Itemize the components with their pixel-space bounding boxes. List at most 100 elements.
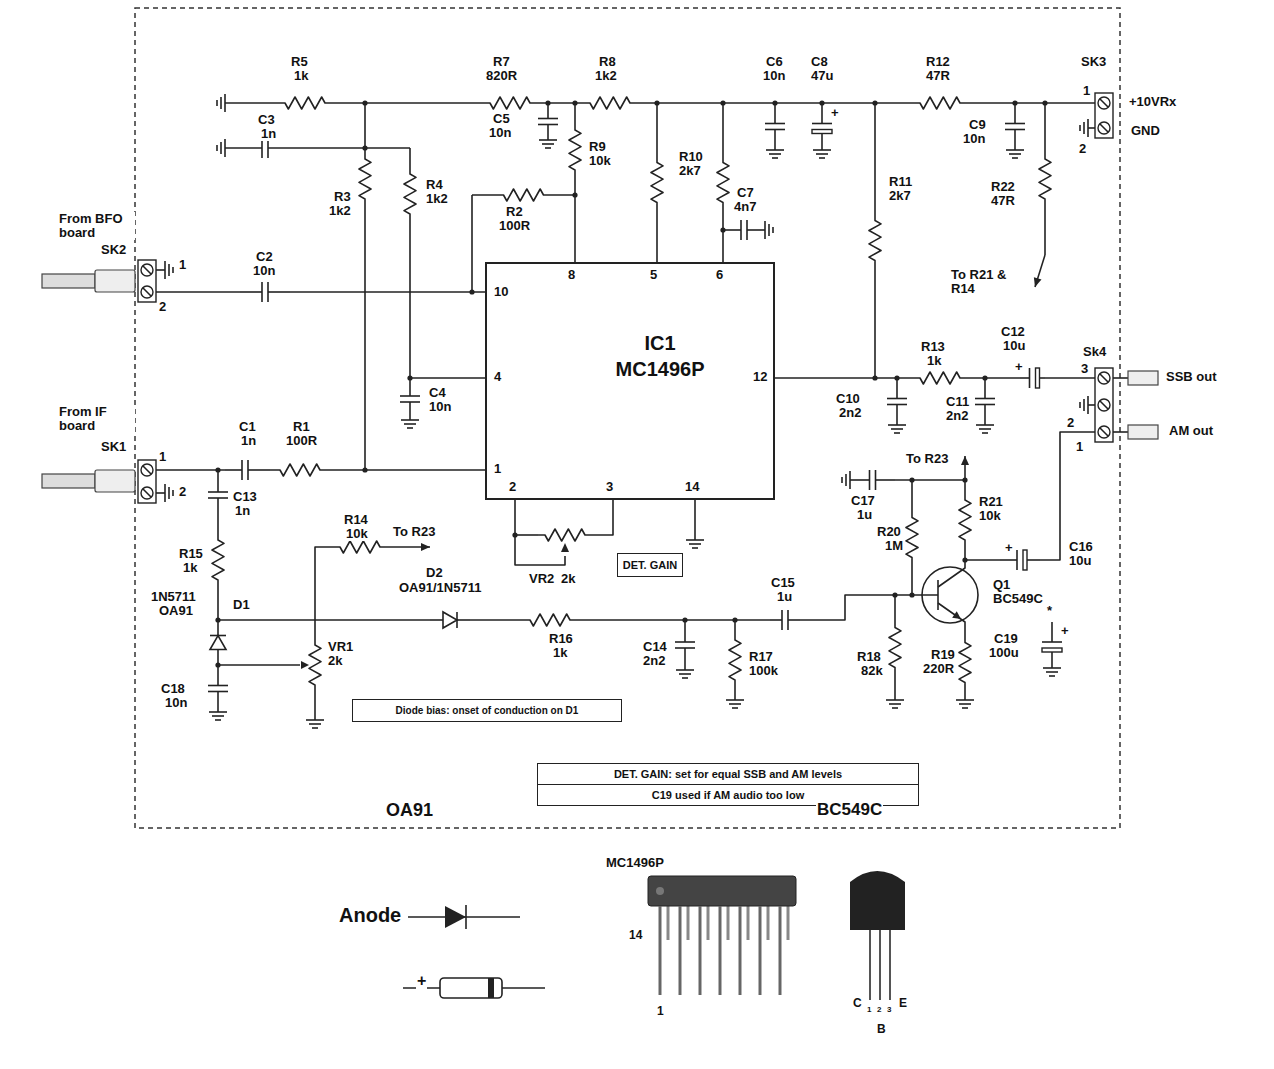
- output-plug: [1128, 371, 1158, 385]
- ground-symbol: [306, 719, 324, 721]
- wire: [156, 269, 165, 271]
- component-label: 2: [876, 1005, 882, 1014]
- component-label: 100R: [285, 434, 318, 448]
- component-label: 4n7: [733, 200, 757, 214]
- component-label: R22: [990, 180, 1016, 194]
- component-label: 5: [649, 268, 658, 282]
- component-label: 10u: [1002, 339, 1026, 353]
- ground-symbol: [726, 699, 744, 701]
- note-box: Diode bias: onset of conduction on D1: [352, 699, 622, 722]
- wire: [268, 147, 305, 149]
- ground-symbol: [956, 699, 974, 701]
- resistor-symbol: [309, 630, 321, 700]
- ground-symbol: [772, 157, 778, 159]
- wire: [268, 291, 290, 293]
- resistor-symbol: [717, 103, 729, 262]
- arrow-head: [961, 456, 969, 465]
- ground-symbol: [542, 143, 554, 145]
- terminal-screw: [1100, 124, 1108, 132]
- wire: [684, 620, 686, 642]
- component-label: C9: [968, 118, 987, 132]
- capacitor-plate: [765, 123, 785, 125]
- terminal-screw: [1098, 97, 1110, 109]
- component-label: VR1: [327, 640, 354, 654]
- component-label: R16: [548, 632, 574, 646]
- resistor-symbol: [472, 189, 575, 201]
- component-label: 1k: [182, 561, 198, 575]
- wire: [225, 469, 242, 471]
- component-label: 4: [493, 370, 502, 384]
- component-label: 100R: [498, 219, 531, 233]
- ic-pin: [659, 906, 662, 995]
- ic-pin: [779, 906, 782, 995]
- wire: [409, 402, 411, 420]
- component-label: R11: [888, 175, 913, 189]
- wire: [515, 534, 538, 536]
- wire: [547, 103, 549, 119]
- cable-plug: [95, 270, 135, 292]
- wire: [156, 469, 225, 471]
- wire: [1088, 404, 1095, 406]
- wire: [1113, 377, 1128, 379]
- ground-symbol: [692, 547, 698, 549]
- wire: [723, 229, 741, 231]
- wire: [1040, 377, 1046, 379]
- ground-symbol: [1006, 149, 1024, 151]
- ground-symbol: [212, 715, 224, 717]
- wire: [896, 405, 898, 426]
- component-label: R21: [978, 495, 1004, 509]
- terminal-block: [1095, 93, 1113, 138]
- wire: [330, 469, 485, 471]
- component-label: BC549C: [992, 592, 1044, 606]
- terminal-screw: [141, 464, 153, 476]
- component-label: 10k: [345, 527, 369, 541]
- transistor-lead: [879, 930, 881, 1000]
- note-box: DET. GAIN: [617, 553, 683, 577]
- component-label: C11: [945, 395, 970, 409]
- resistor-symbol: [585, 97, 635, 109]
- component-label: C13: [232, 490, 258, 504]
- component-label: MC1496P: [605, 856, 665, 870]
- capacitor-plate: [1016, 550, 1018, 570]
- component-label: R1: [292, 420, 311, 434]
- resistor-symbol: [569, 115, 581, 185]
- ground-symbol: [766, 149, 784, 151]
- wire: [156, 492, 165, 494]
- ic-pin: [759, 906, 762, 995]
- component-label: 10n: [962, 132, 986, 146]
- component-label: GND: [1130, 124, 1161, 138]
- ic-notch: [656, 887, 664, 895]
- component-label: 1: [158, 450, 167, 464]
- capacitor-plate: [208, 491, 228, 493]
- ground-symbol: [216, 100, 218, 106]
- ground-symbol: [216, 145, 218, 151]
- arrow-head: [952, 611, 961, 619]
- terminal-screw: [1100, 401, 1108, 409]
- component-label: 1k: [293, 69, 309, 83]
- capacitor-plate: [208, 685, 228, 687]
- component-label: R3: [333, 190, 352, 204]
- component-label: 100u: [988, 646, 1020, 660]
- ground-symbol: [894, 432, 900, 434]
- component-label: 6: [715, 268, 724, 282]
- resistor-symbol: [959, 480, 971, 560]
- terminal-screw: [141, 286, 153, 298]
- ground-symbol: [979, 428, 991, 430]
- ground-symbol: [892, 707, 898, 709]
- component-label: 1k2: [425, 192, 449, 206]
- component-label: 2k7: [678, 164, 702, 178]
- junction-dot: [362, 145, 367, 150]
- wire: [684, 648, 686, 670]
- ground-symbol: [172, 267, 174, 273]
- resistor-symbol: [359, 103, 371, 255]
- wire: [876, 479, 896, 481]
- component-label: SK2: [100, 243, 127, 257]
- component-label: C17: [850, 494, 876, 508]
- wire: [774, 103, 776, 124]
- component-label: C4: [428, 386, 447, 400]
- wire: [364, 255, 366, 470]
- wire: [984, 405, 986, 426]
- component-label: 2k: [560, 572, 576, 586]
- component-label: 12: [752, 370, 768, 384]
- terminal-screw: [1100, 374, 1108, 382]
